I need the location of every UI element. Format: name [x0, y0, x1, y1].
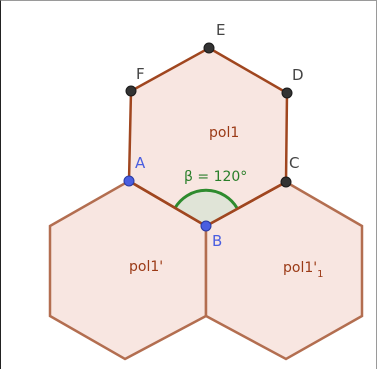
label-point-e: E: [216, 21, 225, 39]
label-point-d: D: [292, 66, 304, 84]
label-pol1-prime-1-main: pol1': [283, 260, 317, 276]
angle-beta-arc[interactable]: [175, 190, 237, 226]
angle-beta-arc-stroke: [173, 188, 239, 209]
segment-ab[interactable]: [128, 179, 207, 228]
point-d[interactable]: [281, 87, 293, 99]
label-pol1-prime-1-subscript: 1: [317, 269, 323, 280]
point-a[interactable]: [123, 175, 135, 187]
label-point-f: F: [136, 65, 145, 83]
point-c[interactable]: [280, 176, 292, 188]
label-point-b: B: [212, 232, 222, 250]
label-pol1: pol1: [209, 125, 239, 141]
label-angle-beta: β = 120°: [184, 169, 247, 185]
point-e[interactable]: [203, 42, 215, 54]
point-f[interactable]: [125, 85, 137, 97]
point-b[interactable]: [200, 220, 212, 232]
segment-bc[interactable]: [205, 180, 287, 228]
label-pol1-prime-1: pol1'1: [283, 260, 323, 280]
label-point-c: C: [289, 154, 299, 172]
label-point-a: A: [135, 154, 146, 172]
label-pol1-prime: pol1': [129, 259, 163, 275]
